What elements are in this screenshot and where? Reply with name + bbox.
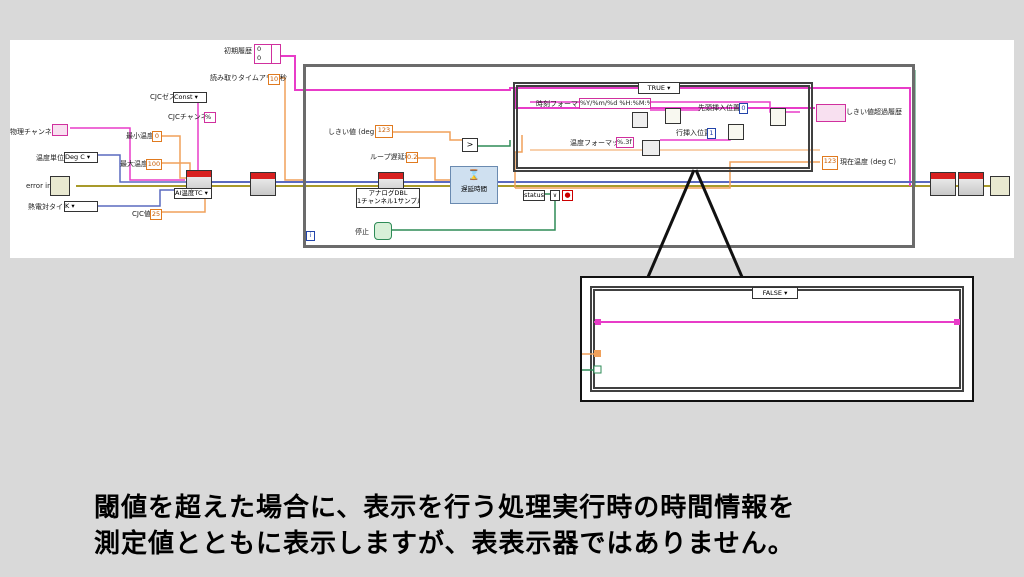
delay-time-label: 遅延時間 xyxy=(461,185,487,193)
case-false-label: FALSE xyxy=(762,289,783,297)
error-in-label: error in xyxy=(26,182,52,190)
ai-temp-tc-selector[interactable]: AI温度TC ▾ xyxy=(174,188,212,199)
error-in-cluster[interactable] xyxy=(50,176,70,196)
format-number-node[interactable] xyxy=(642,140,660,156)
current-temp-label: 現在温度 (deg C) xyxy=(840,158,896,166)
thermocouple-type-value: K xyxy=(65,202,70,210)
current-temp-indicator: 123 xyxy=(822,156,838,170)
stop-label: 停止 xyxy=(355,228,369,236)
analog-dbl-text: アナログDBL xyxy=(368,189,408,197)
threshold-history-label: しきい値超過履歴 xyxy=(846,108,902,116)
row-insert-label: 行挿入位置 xyxy=(676,129,711,137)
case-selector-false[interactable]: FALSE ▾ xyxy=(752,287,798,299)
min-temp-label: 最小温度 xyxy=(126,132,154,140)
temp-unit-value: Deg C xyxy=(65,153,85,161)
one-channel-sample-text: 1チャンネル1サンプル xyxy=(357,197,420,205)
ai-temp-tc-value: AI温度TC xyxy=(175,189,203,197)
read-timeout-label: 読み取りタイムアウト秒 xyxy=(210,74,287,82)
daqmx-read-selector[interactable]: アナログDBL 1チャンネル1サンプル xyxy=(356,188,420,208)
hourglass-icon: ⌛ xyxy=(467,170,481,181)
time-format-value[interactable]: %Y/%m/%d %H:%M:%S xyxy=(579,98,651,109)
daqmx-clear-task-vi[interactable] xyxy=(958,172,984,196)
false-case-wires xyxy=(582,319,960,374)
insert-array-node-1[interactable] xyxy=(728,124,744,140)
temp-unit-label: 温度単位 xyxy=(36,154,64,162)
caption-line-2: 測定値とともに表示しますが、表表示器ではありません。 xyxy=(94,529,795,559)
history-row-2: 0 xyxy=(257,54,262,62)
threshold-control[interactable]: 123 xyxy=(375,125,393,138)
cjc-source-value: Const xyxy=(174,93,193,101)
first-insert-value[interactable]: 0 xyxy=(739,103,748,114)
temp-format-value[interactable]: %.3f xyxy=(616,137,634,148)
time-format-label: 時刻フォーマット xyxy=(536,100,592,108)
thermocouple-type-label: 熱電対タイプ xyxy=(28,203,70,211)
status-unbundle: status xyxy=(523,190,545,201)
history-row-1: 0 xyxy=(257,45,262,53)
row-insert-value[interactable]: 1 xyxy=(707,128,716,139)
physical-channel-label: 物理チャンネル xyxy=(10,128,59,136)
max-temp-value[interactable]: 100 xyxy=(146,159,162,170)
cjc-source-dropdown[interactable]: Const ▾ xyxy=(173,92,207,103)
cjc-value-num[interactable]: 25 xyxy=(150,209,162,220)
loop-delay-value[interactable]: 0.2 xyxy=(406,152,418,163)
get-time-node[interactable] xyxy=(632,112,648,128)
caption-line-1: 閾値を超えた場合に、表示を行う処理実行時の時間情報を xyxy=(94,493,796,523)
case-selector-true[interactable]: TRUE ▾ xyxy=(638,82,680,94)
loop-delay-label: ループ遅延秒 xyxy=(370,153,412,161)
read-timeout-value[interactable]: 10 xyxy=(268,74,280,85)
stop-terminal-icon[interactable]: ● xyxy=(562,190,573,201)
insert-array-node-2[interactable] xyxy=(770,108,786,126)
case-true-label: TRUE xyxy=(647,84,665,92)
cjc-channel-control[interactable]: % xyxy=(204,112,216,123)
cjc-channel-value: % xyxy=(205,113,212,121)
false-case-callout: FALSE ▾ xyxy=(580,276,974,402)
cjc-channel-label: CJCチャンネル xyxy=(168,113,215,121)
max-temp-label: 最大温度 xyxy=(120,160,148,168)
daqmx-stop-task-vi[interactable] xyxy=(930,172,956,196)
loop-iteration-terminal: i xyxy=(306,231,315,241)
physical-channel-control[interactable] xyxy=(52,124,68,136)
or-node[interactable]: ∨ xyxy=(550,190,560,201)
delay-time-express-vi[interactable]: ⌛ 遅延時間 xyxy=(450,166,498,204)
cjc-source-label: CJCゼス xyxy=(150,93,176,101)
while-loop xyxy=(303,64,915,248)
threshold-label: しきい値 (deg C) xyxy=(328,128,384,136)
caption: 閾値を超えた場合に、表示を行う処理実行時の時間情報を 測定値とともに表示しますが… xyxy=(94,490,795,562)
stop-button[interactable] xyxy=(374,222,392,240)
greater-than-node[interactable]: > xyxy=(462,138,478,152)
cjc-value-label: CJC値 xyxy=(132,210,151,218)
daqmx-start-task-vi[interactable] xyxy=(250,172,276,196)
first-insert-label: 先頭挿入位置 xyxy=(698,104,740,112)
initial-history-label: 初期履歴 xyxy=(224,47,252,55)
format-time-node[interactable] xyxy=(665,108,681,124)
temp-unit-dropdown[interactable]: Deg C ▾ xyxy=(64,152,98,163)
thermocouple-type-dropdown[interactable]: K ▾ xyxy=(64,201,98,212)
min-temp-value[interactable]: 0 xyxy=(152,131,162,142)
error-out-cluster xyxy=(990,176,1010,196)
block-diagram: 初期履歴 0 0 読み取りタイムアウト秒 10 CJCゼス Const ▾ CJ… xyxy=(10,40,1014,258)
history-array-index[interactable] xyxy=(271,44,281,64)
temp-format-label: 温度フォーマット xyxy=(570,139,626,147)
threshold-history-indicator xyxy=(816,104,846,122)
